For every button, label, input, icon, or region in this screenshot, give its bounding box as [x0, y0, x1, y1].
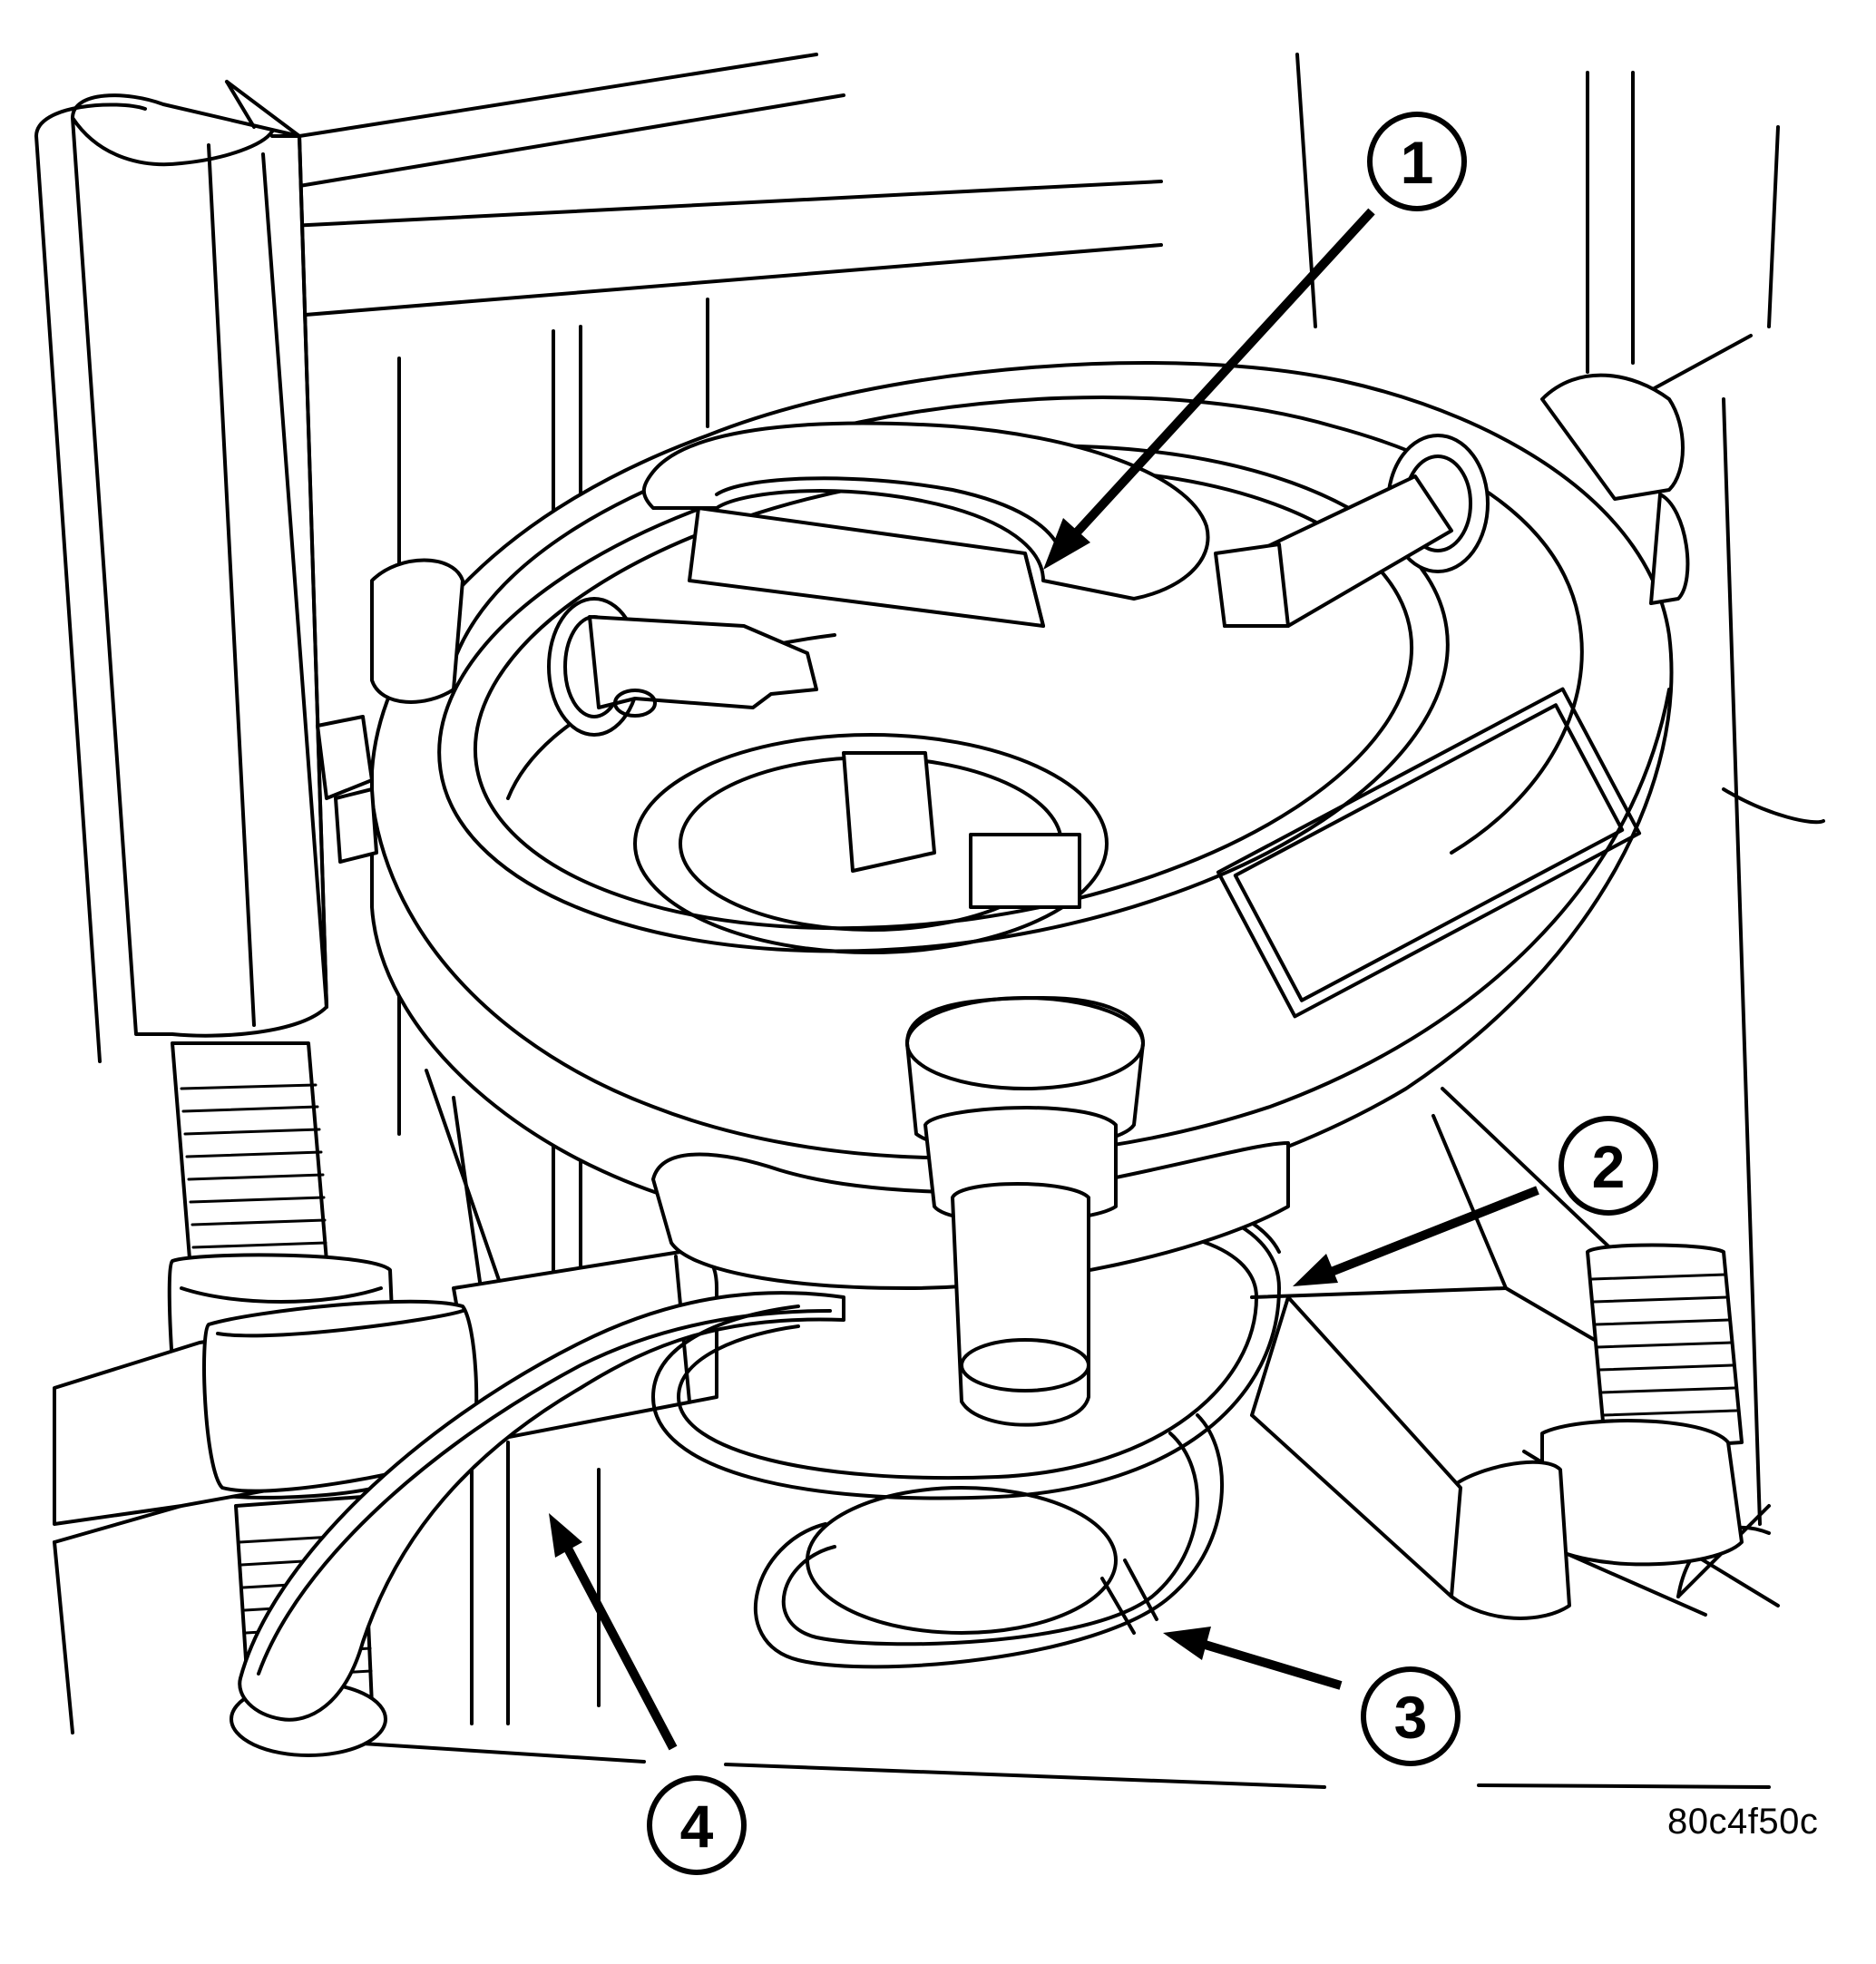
- inner-dish: [506, 633, 1109, 954]
- callout-3-label: 3: [1394, 1684, 1428, 1751]
- callout-3: 3: [1361, 1666, 1461, 1766]
- side-knob-right: [1540, 373, 1690, 605]
- callout-leader-2: [1293, 1186, 1539, 1286]
- right-pin-assembly: [1214, 434, 1490, 628]
- left-threaded-rod-upper: [171, 1041, 328, 1272]
- callout-2: 2: [1558, 1116, 1658, 1216]
- callout-leader-1: [1043, 208, 1375, 570]
- callout-1: 1: [1367, 112, 1467, 211]
- callout-1-label: 1: [1401, 129, 1434, 196]
- floor-lines: [361, 1742, 1771, 1789]
- right-nut-block: [1250, 1295, 1744, 1620]
- side-knob-left: [316, 558, 464, 864]
- callout-leader-3: [1163, 1627, 1343, 1690]
- right-threaded-rod: [1586, 1243, 1744, 1453]
- callout-2-label: 2: [1592, 1133, 1626, 1200]
- callout-4: 4: [647, 1775, 747, 1875]
- left-pin-assembly: [547, 597, 818, 737]
- figure-code: 80c4f50c: [1667, 1802, 1819, 1842]
- center-stud: [905, 996, 1145, 1427]
- left-column: [34, 80, 328, 1063]
- callout-leader-4: [549, 1513, 678, 1751]
- callout-4-label: 4: [680, 1793, 714, 1860]
